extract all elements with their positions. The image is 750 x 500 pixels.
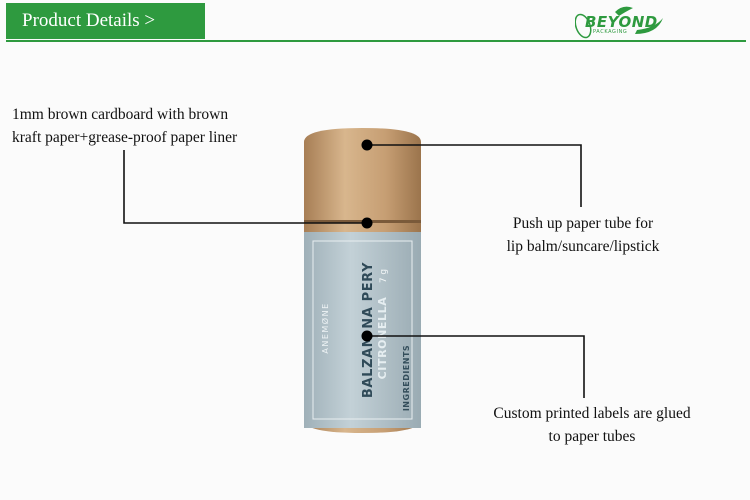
label-weight: 7 g	[379, 269, 389, 283]
tube-cap	[304, 128, 421, 221]
svg-text:ANEMØNE: ANEMØNE	[320, 302, 330, 353]
material-callout: 1mm brown cardboard with brown kraft pap…	[12, 103, 237, 149]
tube-label	[304, 232, 421, 428]
label-variant: CITRONELLA	[376, 297, 389, 380]
material-leader-line	[123, 150, 367, 224]
tube-line-1: Push up paper tube for	[512, 215, 654, 232]
tube-callout: Push up paper tube for lip balm/suncare/…	[478, 212, 688, 258]
product-details-tab[interactable]: Product Details >	[6, 3, 205, 39]
paper-tube-image: ANEMØNE BALZAM NA PERY CITRONELLA 7 g IN…	[304, 128, 421, 433]
logo-tagline: PACKAGING	[593, 29, 628, 35]
label-line-1: Custom printed labels are glued	[493, 405, 691, 422]
label-marker-dot	[361, 330, 373, 342]
logo-wordmark: BEYOND	[585, 13, 658, 31]
label-leader-line	[367, 335, 585, 398]
material-line-1: 1mm brown cardboard with brown	[12, 106, 229, 123]
svg-text:CITRONELLA: CITRONELLA	[376, 297, 389, 380]
tube-leader-line	[367, 144, 582, 207]
material-line-2: kraft paper+grease-proof paper liner	[12, 129, 238, 146]
svg-text:BALZAM NA PERY: BALZAM NA PERY	[361, 262, 376, 398]
tube-line-2: lip balm/suncare/lipstick	[506, 238, 660, 255]
label-ingredients: INGREDIENTS	[402, 345, 411, 411]
label-line-2: to paper tubes	[548, 428, 636, 445]
cap-marker-dot	[361, 139, 373, 151]
svg-text:7 g: 7 g	[379, 269, 389, 283]
label-product: BALZAM NA PERY	[361, 262, 376, 398]
label-callout: Custom printed labels are glued to paper…	[468, 402, 716, 448]
leaf-icon	[575, 6, 663, 39]
label-border	[312, 240, 413, 420]
svg-text:INGREDIENTS: INGREDIENTS	[402, 345, 411, 411]
beyond-packaging-logo: BEYOND PACKAGING	[575, 4, 665, 40]
label-brand: ANEMØNE	[320, 302, 330, 353]
liner-marker-dot	[361, 217, 373, 229]
header-divider	[6, 40, 746, 42]
